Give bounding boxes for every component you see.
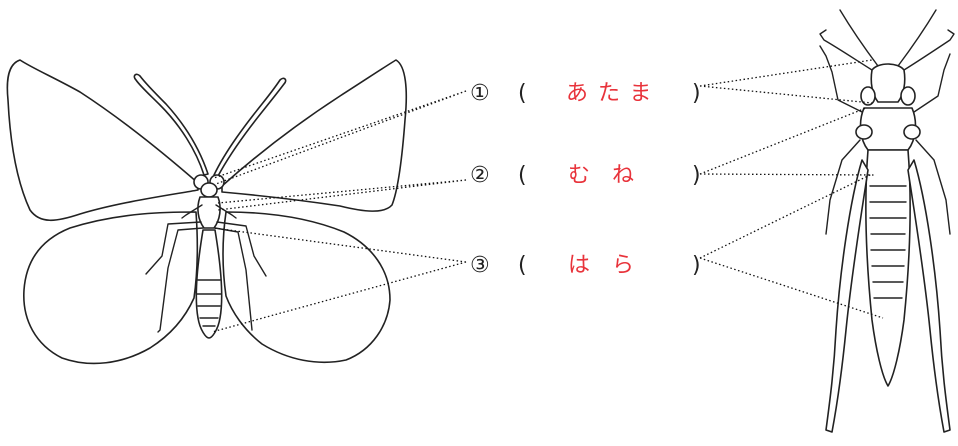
grasshopper-left-antenna [820, 10, 878, 70]
answer-2: むね [568, 163, 656, 188]
grasshopper-right-antenna [898, 10, 954, 70]
label-open-paren-2: ( [518, 163, 527, 188]
label-close-paren-2: ) [692, 163, 701, 188]
label-row-3: ③ ( はら ) [470, 253, 701, 278]
label-close-paren-3: ) [692, 253, 701, 278]
label-open-paren-3: ( [518, 253, 527, 278]
label-number-3: ③ [470, 253, 490, 278]
label-number-1: ① [470, 81, 490, 106]
answer-1: あたま [566, 81, 661, 106]
butterfly-left-hindwing [24, 212, 198, 363]
butterfly-head [201, 183, 217, 197]
label-row-2: ② ( むね ) [470, 163, 701, 188]
butterfly-right-forewing [222, 60, 406, 211]
grasshopper-illustration [820, 10, 954, 432]
answer-3: はら [568, 253, 656, 278]
label-number-2: ② [470, 163, 490, 188]
grasshopper-head [871, 64, 905, 102]
label-close-paren-1: ) [692, 81, 701, 106]
label-row-1: ① ( あたま ) [470, 81, 701, 106]
grasshopper-right-eye [901, 87, 915, 105]
grasshopper-right-shoulder [904, 125, 920, 139]
butterfly-abdomen [196, 230, 221, 338]
leader-line-2-grasshopper [700, 108, 876, 175]
butterfly-left-forewing [7, 60, 198, 220]
grasshopper-left-shoulder [856, 125, 872, 139]
label-open-paren-1: ( [518, 81, 527, 106]
butterfly-thorax [198, 197, 220, 228]
leader-line-1-grasshopper [700, 60, 872, 103]
butterfly-illustration [7, 60, 406, 363]
